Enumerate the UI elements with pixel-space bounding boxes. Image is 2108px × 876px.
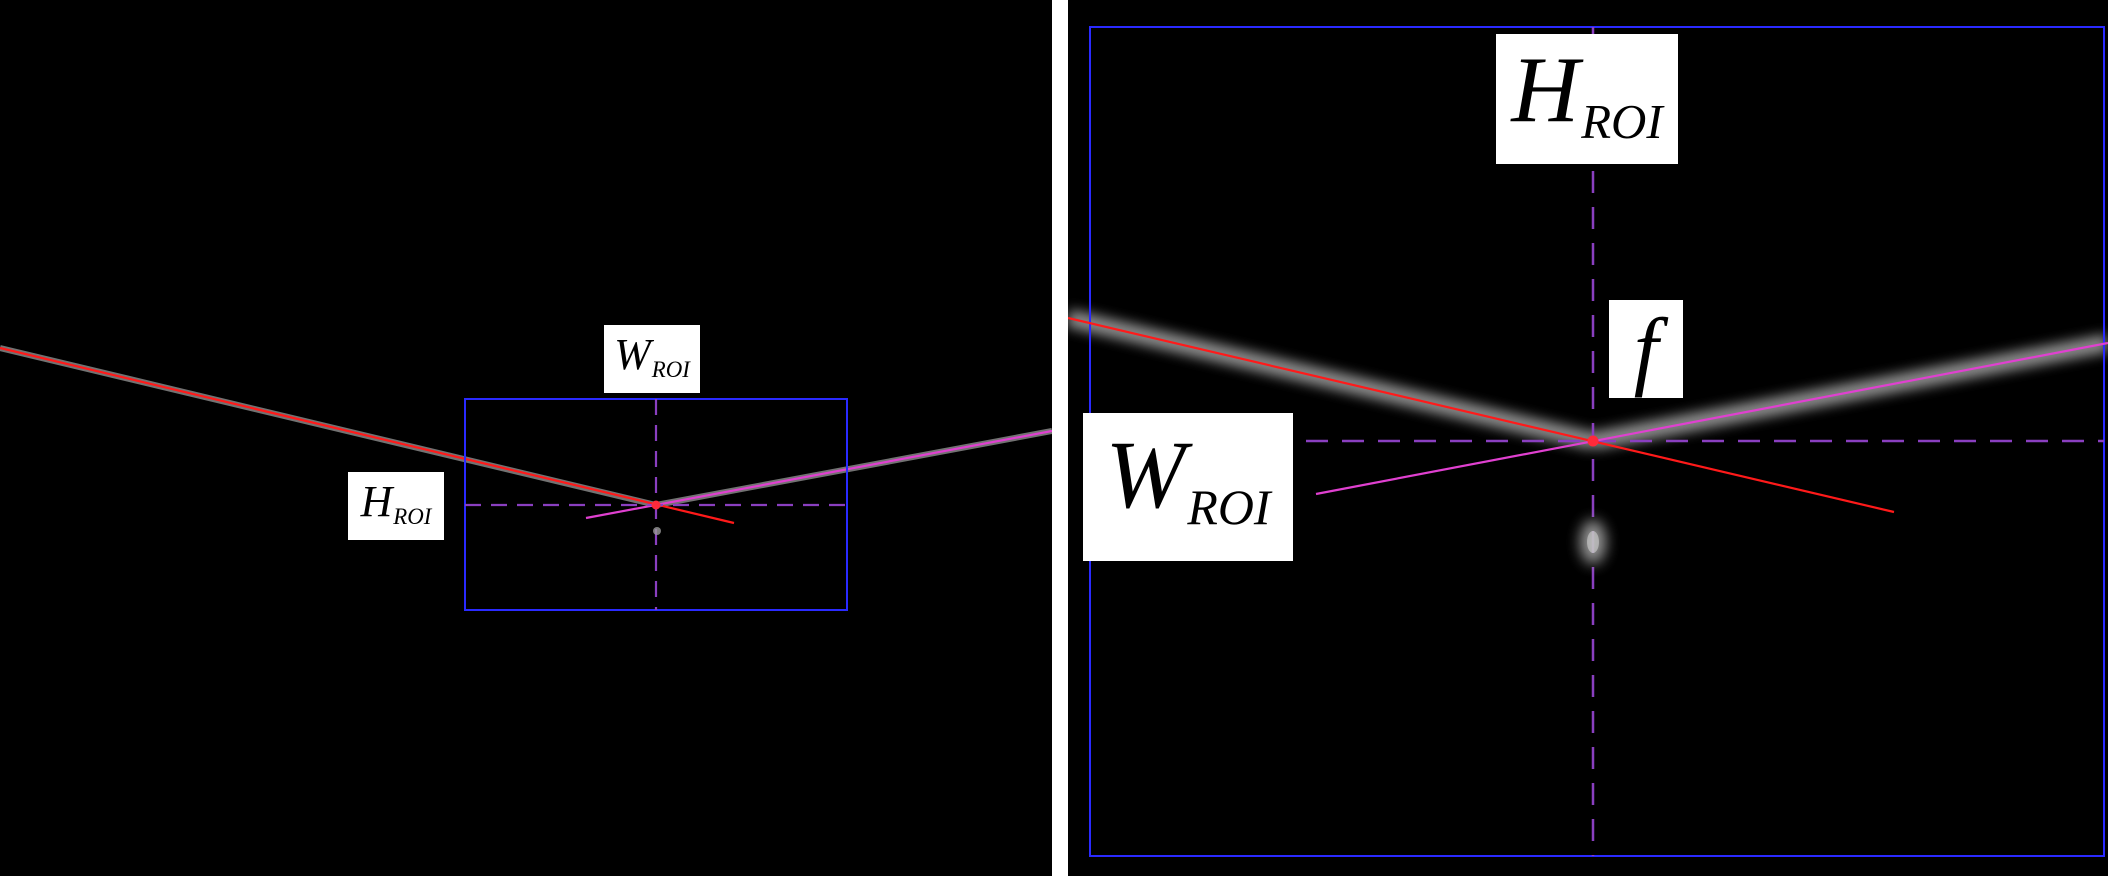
left-reflection-spot: [653, 527, 661, 535]
right-reflection-spot: [1580, 520, 1606, 564]
right-magenta-fit-line: [1315, 341, 2108, 496]
left-intersection-point: [651, 500, 661, 510]
left-red-fit-line: [0, 346, 735, 525]
left-h-roi-sub: ROI: [393, 504, 432, 529]
right-intersection-point: [1587, 435, 1599, 447]
left-scene: [0, 345, 1052, 611]
right-h-roi-main: H: [1511, 38, 1580, 142]
right-w-roi-sub: ROI: [1187, 480, 1271, 536]
right-scene: [1068, 26, 2108, 857]
left-h-roi-main: H: [360, 477, 393, 526]
left-magenta-fit-line: [585, 429, 1052, 520]
left-w-roi-main: W: [614, 330, 651, 379]
left-w-roi-sub: ROI: [651, 357, 690, 382]
right-focus-text: f: [1633, 302, 1659, 399]
right-h-roi-sub: ROI: [1581, 94, 1663, 150]
right-focus-label: f: [1609, 300, 1683, 399]
right-red-fit-line: [1068, 316, 1895, 514]
left-laser-trace: [0, 345, 1052, 508]
right-w-roi-main: W: [1105, 421, 1186, 528]
